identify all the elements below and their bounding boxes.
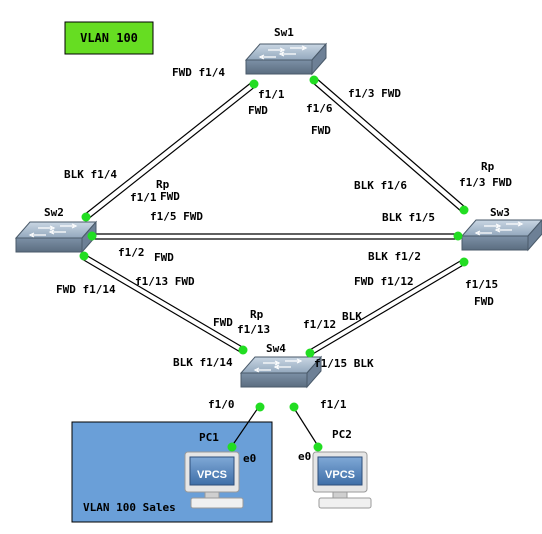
port-label: FWD (160, 190, 180, 203)
link-sw1-sw3 (311, 77, 467, 213)
port-dots (79, 75, 469, 452)
port-dot (238, 345, 248, 355)
vlan-badge-label: VLAN 100 (80, 31, 138, 45)
port-label: e0 (298, 450, 311, 463)
port-label: f1/1 (320, 398, 347, 411)
port-label: f1/15 (465, 278, 498, 291)
port-label: f1/3 FWD (348, 87, 401, 100)
port-label: BLK f1/14 (173, 356, 233, 369)
port-label: e0 (243, 452, 256, 465)
port-label: FWD (213, 316, 233, 329)
device-label-pc1: PC1 (199, 431, 219, 444)
vlan-badge (64, 21, 154, 55)
link-sw1-sw2 (83, 81, 257, 220)
port-dot (453, 231, 463, 241)
port-label: f1/2 (118, 246, 145, 259)
port-label: BLK (342, 310, 362, 323)
port-label: Rp (481, 160, 495, 173)
switch-sw4[interactable] (240, 356, 322, 388)
links (81, 77, 467, 447)
pc2-screen-label: VPCS (325, 469, 355, 481)
port-dot (227, 442, 237, 452)
device-label-sw4: Sw4 (266, 342, 286, 355)
port-label: FWD (248, 104, 268, 117)
device-label-sw3: Sw3 (490, 206, 510, 219)
device-label-sw1: Sw1 (274, 26, 294, 39)
link-sw2-sw4 (81, 253, 245, 354)
port-label: f1/15 BLK (314, 357, 374, 370)
device-label-sw2: Sw2 (44, 206, 64, 219)
port-dot (305, 348, 315, 358)
port-label: f1/0 (208, 398, 235, 411)
port-label: Rp (156, 178, 170, 191)
port-label: FWD (154, 251, 174, 264)
port-dot (79, 251, 89, 261)
switch-sw3[interactable] (461, 219, 542, 251)
port-label: f1/1 (130, 191, 157, 204)
port-label: BLK f1/2 (368, 250, 421, 263)
port-labels: FWD f1/4 f1/1 FWD f1/6 FWD f1/3 FWD BLK … (56, 66, 512, 465)
port-dot (289, 402, 299, 412)
link-sw4-pc2 (291, 404, 319, 447)
link-sw3-sw4 (307, 259, 466, 356)
port-label: FWD f1/14 (56, 283, 116, 296)
port-dot (87, 231, 97, 241)
port-dot (255, 402, 265, 412)
port-label: f1/6 (306, 102, 333, 115)
switch-sw1[interactable] (245, 43, 327, 75)
port-label: FWD (474, 295, 494, 308)
switch-sw2[interactable] (15, 221, 97, 253)
link-sw4-pc1 (231, 404, 261, 447)
pc1-screen-label: VPCS (197, 469, 227, 481)
port-label: FWD (311, 124, 331, 137)
port-label: BLK f1/5 (382, 211, 435, 224)
port-dot (81, 212, 91, 222)
port-dot (459, 205, 469, 215)
port-label: FWD f1/12 (354, 275, 414, 288)
port-dot (309, 75, 319, 85)
port-label: f1/13 FWD (135, 275, 195, 288)
port-label: BLK f1/6 (354, 179, 407, 192)
port-label: f1/3 FWD (459, 176, 512, 189)
port-dot (459, 257, 469, 267)
port-dot (249, 79, 259, 89)
port-label: BLK f1/4 (64, 168, 117, 181)
port-label: f1/1 (258, 88, 285, 101)
port-label: FWD f1/4 (172, 66, 225, 79)
port-label: f1/13 (237, 323, 270, 336)
port-dot (313, 442, 323, 452)
port-label: f1/5 FWD (150, 210, 203, 223)
link-sw2-sw3 (92, 233, 458, 240)
device-label-pc2: PC2 (332, 428, 352, 441)
port-label: Rp (250, 308, 264, 321)
vlan-sales-label: VLAN 100 Sales (83, 501, 176, 514)
port-label: f1/12 (303, 318, 336, 331)
